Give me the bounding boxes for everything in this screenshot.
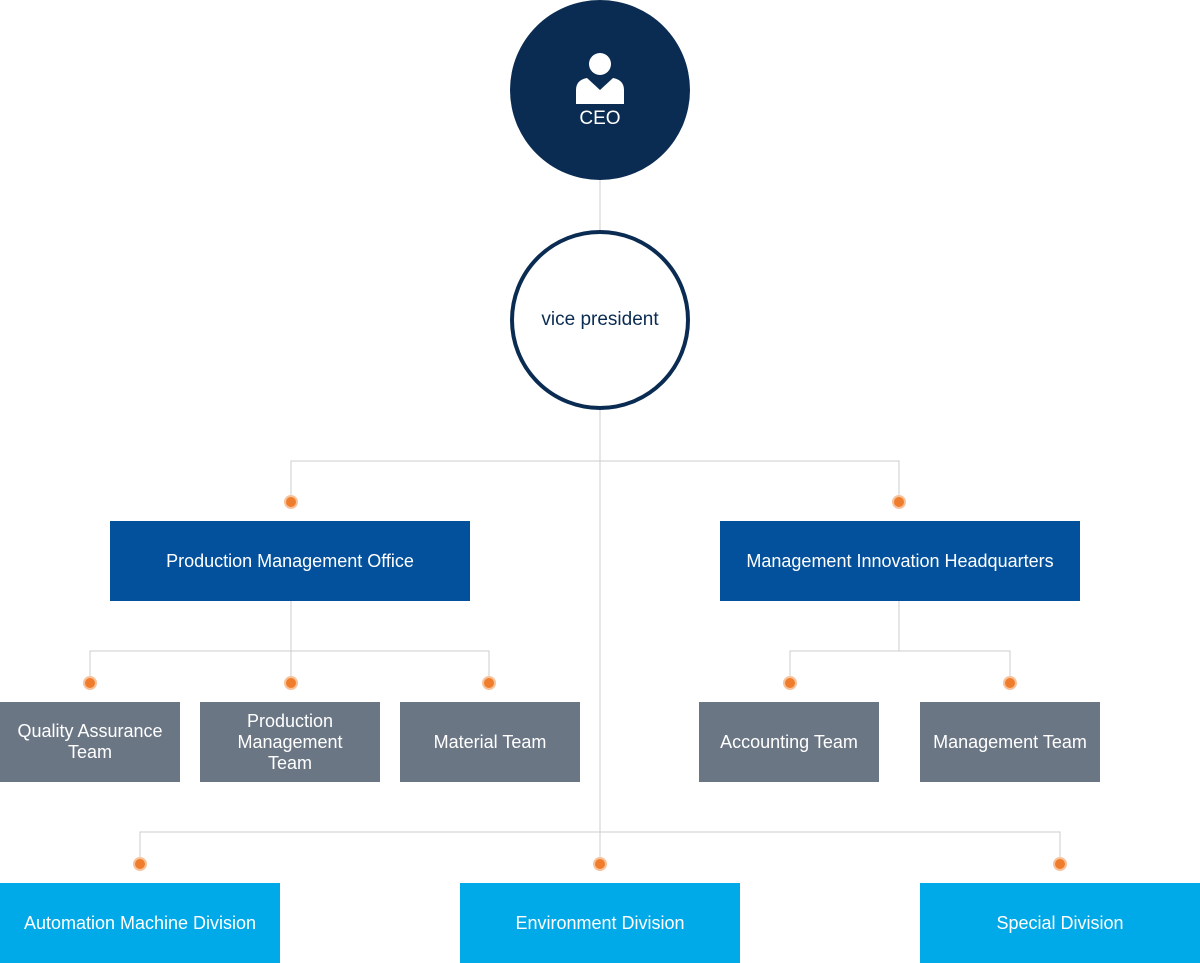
accounting-team-label: Accounting Team	[720, 731, 858, 752]
vice-president-label: vice president	[541, 309, 659, 330]
production-management-office-label: Production Management Office	[166, 550, 414, 571]
material-team-connector-dot	[482, 676, 496, 690]
accounting-team-connector-dot	[783, 676, 797, 690]
material-team-box[interactable]: Material Team	[400, 702, 580, 782]
innovation-office-connector-dot	[892, 495, 906, 509]
quality-team-connector-dot	[83, 676, 97, 690]
management-team-connector-dot	[1003, 676, 1017, 690]
production-management-office-box[interactable]: Production Management Office	[110, 521, 470, 601]
offices-branch-line	[290, 460, 900, 502]
production-management-team-box[interactable]: Production Management Team	[200, 702, 380, 782]
automation-machine-division-label: Automation Machine Division	[23, 912, 257, 933]
material-team-label: Material Team	[433, 731, 547, 752]
quality-assurance-team-box[interactable]: Quality Assurance Team	[0, 702, 180, 782]
quality-assurance-team-label: Quality Assurance Team	[17, 721, 163, 762]
production-teams-branch-line	[89, 650, 490, 683]
special-division-box[interactable]: Special Division	[920, 883, 1200, 963]
ceo-node[interactable]: CEO	[510, 0, 690, 180]
vice-president-node[interactable]: vice president	[510, 230, 690, 410]
management-team-label: Management Team	[933, 731, 1087, 752]
environment-division-box[interactable]: Environment Division	[460, 883, 740, 963]
person-icon	[576, 53, 624, 104]
automation-division-connector-dot	[133, 857, 147, 871]
production-office-connector-dot	[284, 495, 298, 509]
special-division-connector-dot	[1053, 857, 1067, 871]
environment-division-label: Environment Division	[515, 912, 685, 933]
automation-machine-division-box[interactable]: Automation Machine Division	[0, 883, 280, 963]
management-innovation-headquarters-label: Management Innovation Headquarters	[746, 550, 1054, 571]
accounting-team-box[interactable]: Accounting Team	[699, 702, 879, 782]
production-team-connector-dot	[284, 676, 298, 690]
special-division-label: Special Division	[996, 912, 1124, 933]
ceo-label: CEO	[579, 108, 621, 129]
innovation-teams-branch-line	[789, 650, 1011, 683]
management-team-box[interactable]: Management Team	[920, 702, 1100, 782]
management-innovation-headquarters-box[interactable]: Management Innovation Headquarters	[720, 521, 1080, 601]
production-management-team-label: Production Management Team	[237, 710, 343, 773]
environment-division-connector-dot	[593, 857, 607, 871]
